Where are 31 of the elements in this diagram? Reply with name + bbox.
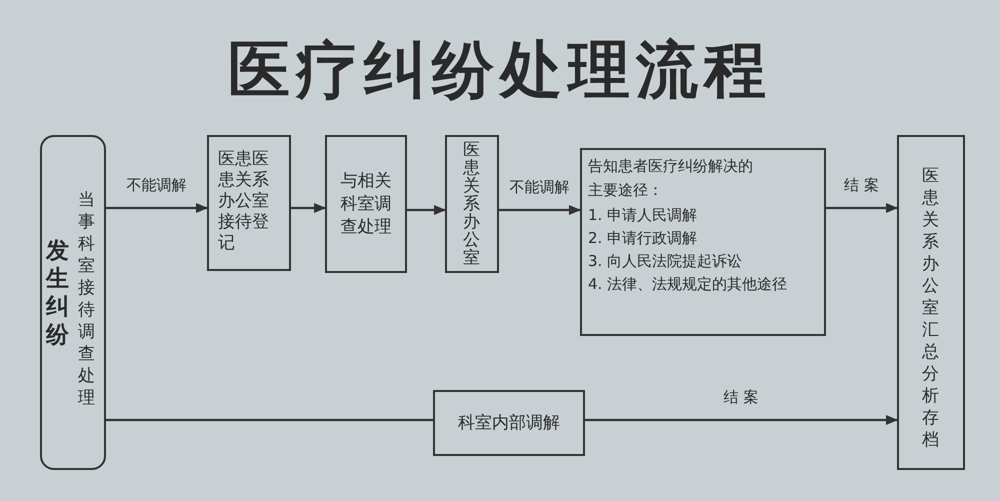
node-label: 4. 法律、法规规定的其他途径 (588, 274, 788, 295)
info-box (897, 135, 965, 470)
arrow (291, 203, 326, 213)
node-label: 发生纠纷 (46, 237, 70, 349)
node-label: 告知患者医疗纠纷解决的主要途径： (588, 156, 754, 201)
info-box (580, 148, 826, 336)
arrow (407, 205, 446, 215)
edge-label: 结 案 (842, 176, 881, 194)
process-box (207, 135, 291, 271)
start-box (40, 135, 106, 470)
edge-label: 结 案 (722, 388, 760, 406)
edge-label: 不能调解 (124, 176, 188, 194)
arrow (499, 205, 581, 215)
process-box (445, 135, 499, 273)
node-label: 科室内部调解 (457, 412, 561, 434)
arrow (826, 203, 898, 213)
connector-line (106, 418, 433, 422)
node-label: 当事科室接待调查处理 (78, 189, 96, 409)
title: 医疗纠纷处理流程 (227, 32, 773, 108)
process-box (433, 390, 585, 456)
node-label: 医患关系办公室汇总分析存档 (922, 165, 940, 451)
arrow (106, 203, 208, 213)
node-label: 3. 向人民法院提起诉讼 (588, 251, 744, 272)
node-label: 与相关科室调查处理 (340, 170, 392, 238)
process-box (325, 135, 407, 273)
node-label: 2. 申请行政调解 (588, 228, 698, 249)
node-label: 医患医患关系办公室接待登记 (218, 149, 270, 254)
edge-label: 不能调解 (508, 178, 572, 196)
arrow (585, 415, 898, 425)
node-label: 医患关系办公室 (463, 141, 481, 267)
node-label: 1. 申请人民调解 (588, 205, 698, 226)
